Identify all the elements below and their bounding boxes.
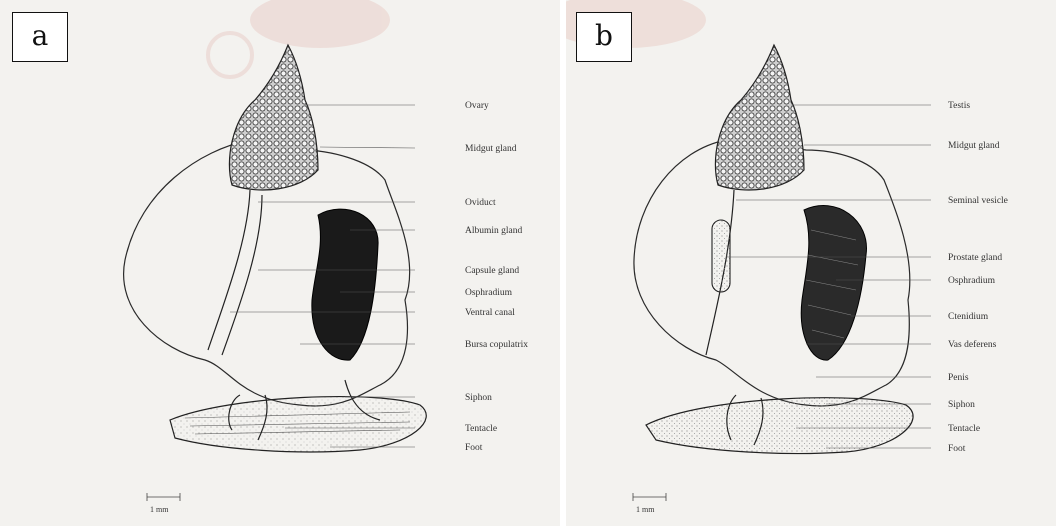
label-foot: Foot <box>465 443 483 453</box>
seminal-vesicle <box>712 220 730 292</box>
label-albumin-gland: Albumin gland <box>465 226 523 236</box>
scale-bar-a: 1 mm <box>147 493 180 514</box>
label-osphradium: Osphradium <box>465 288 513 298</box>
label-siphon-b: Siphon <box>948 400 975 410</box>
label-siphon: Siphon <box>465 393 492 403</box>
panel-letter-b: b <box>576 12 632 62</box>
scale-label-b: 1 mm <box>636 505 655 514</box>
label-tentacle: Tentacle <box>465 424 497 434</box>
foot-outline-b <box>646 398 913 454</box>
label-capsule-gland: Capsule gland <box>465 266 519 276</box>
female-snail-anatomy-drawing: Ovary Midgut gland Oviduct Albumin gland… <box>0 0 560 526</box>
label-midgut-gland: Midgut gland <box>465 144 517 154</box>
label-midgut-gland-b: Midgut gland <box>948 141 1000 151</box>
label-seminal-vesicle: Seminal vesicle <box>948 196 1008 206</box>
label-foot-b: Foot <box>948 444 966 454</box>
label-prostate-gland: Prostate gland <box>948 253 1002 263</box>
label-vas-deferens: Vas deferens <box>948 339 997 350</box>
label-ventral-canal: Ventral canal <box>465 308 515 318</box>
panel-letter-a: a <box>12 12 68 62</box>
shell-spire <box>229 45 318 190</box>
anatomy-labels-a: Ovary Midgut gland Oviduct Albumin gland… <box>465 101 528 453</box>
ctenidium-dark <box>801 206 866 361</box>
label-testis: Testis <box>948 101 970 111</box>
panel-b: Testis Midgut gland Seminal vesicle Pros… <box>566 0 1056 526</box>
shell-spire-b <box>715 45 804 190</box>
oviduct-tube <box>208 190 250 350</box>
anatomy-labels-b: Testis Midgut gland Seminal vesicle Pros… <box>948 101 1008 454</box>
label-ctenidium: Ctenidium <box>948 312 989 322</box>
watermark-emblem <box>208 0 390 77</box>
scale-label-a: 1 mm <box>150 505 169 514</box>
label-osphradium-b: Osphradium <box>948 276 996 286</box>
label-bursa-copulatrix: Bursa copulatrix <box>465 340 528 350</box>
label-ovary: Ovary <box>465 101 489 111</box>
label-oviduct: Oviduct <box>465 198 496 208</box>
scale-bar-b: 1 mm <box>633 493 666 514</box>
label-tentacle-b: Tentacle <box>948 424 980 434</box>
panel-a: Ovary Midgut gland Oviduct Albumin gland… <box>0 0 560 526</box>
label-penis: Penis <box>948 373 969 383</box>
albumin-gland-dark <box>312 209 378 360</box>
male-snail-anatomy-drawing: Testis Midgut gland Seminal vesicle Pros… <box>566 0 1056 526</box>
